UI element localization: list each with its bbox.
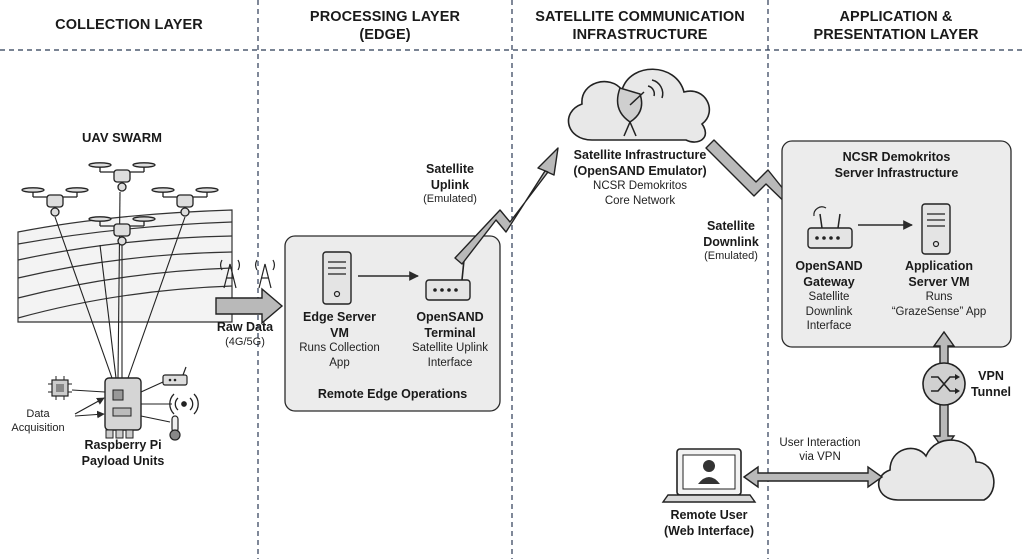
- edge-server-desc2: App: [329, 356, 350, 369]
- opensand-terminal-line1: OpenSAND: [416, 310, 484, 324]
- raw-data-sub: (4G/5G): [225, 335, 265, 348]
- raw-data-title: Raw Data: [216, 320, 274, 334]
- application-layer-line2: PRESENTATION LAYER: [813, 27, 979, 44]
- processing-layer-header: PROCESSING LAYER (EDGE): [258, 8, 512, 44]
- vpn-line2: Tunnel: [970, 384, 1012, 399]
- raspberry-pi-icon: [104, 377, 142, 439]
- processing-layer-line1: PROCESSING LAYER: [309, 9, 461, 25]
- laptop-user-icon: [661, 448, 757, 503]
- satellite-infra-line2: (OpenSAND Emulator): [573, 163, 707, 178]
- satellite-layer-header: SATELLITE COMMUNICATION INFRASTRUCTURE: [512, 8, 768, 44]
- satellite-infra-desc2: Core Network: [604, 194, 676, 207]
- opensand-terminal-line2: Terminal: [424, 325, 476, 340]
- user-interaction-label: User Interaction via VPN: [765, 436, 875, 465]
- gateway-desc2: Downlink: [805, 305, 853, 318]
- web-cloud-icon: [877, 439, 995, 501]
- interaction-line1: User Interaction: [779, 437, 861, 449]
- raspberry-pi-line2: Payload Units: [81, 453, 165, 468]
- interaction-line2: via VPN: [799, 451, 841, 464]
- uplink-sub: (Emulated): [423, 193, 477, 206]
- uav-drone: [151, 187, 219, 217]
- collection-layer-label: COLLECTION LAYER: [55, 17, 203, 33]
- opensand-terminal-desc1: Satellite Uplink: [411, 342, 489, 355]
- remote-user-label: Remote User(Web Interface): [649, 508, 769, 539]
- raspberry-pi-line1: Raspberry Pi: [84, 438, 162, 452]
- sensor-links: [71, 381, 172, 423]
- raw-data-arrow: [215, 287, 284, 325]
- uav-swarm-label: UAV SWARM: [82, 130, 162, 145]
- appserver-line1: Application: [904, 259, 974, 273]
- user-interaction-arrow: [742, 465, 884, 489]
- edge-server-line2: VM: [330, 325, 349, 340]
- appserver-desc1: Runs: [925, 291, 953, 304]
- cell-tower-icon: [255, 259, 275, 289]
- data-acquisition-line2: Acquisition: [11, 421, 65, 434]
- vpn-line1: VPN: [978, 369, 1004, 383]
- downlink-sub: (Emulated): [704, 250, 758, 263]
- gateway-line2: Gateway: [803, 274, 855, 289]
- remote-user-line2: (Web Interface): [663, 523, 755, 538]
- raw-data-label: Raw Data(4G/5G): [212, 320, 278, 349]
- remote-edge-operations-title: Remote Edge Operations: [317, 387, 468, 401]
- signal-sensor-icon: [169, 393, 199, 415]
- satellite-infrastructure-label: Satellite Infrastructure(OpenSAND Emulat…: [555, 148, 725, 208]
- satellite-cloud-icon: [567, 68, 711, 143]
- ncsr-server-infrastructure-box: [781, 140, 1012, 348]
- appserver-line2: Server VM: [908, 274, 970, 289]
- vpn-shuffle-icon: [922, 362, 966, 406]
- opensand-terminal-icon: [425, 259, 471, 301]
- downlink-line1: Satellite: [707, 219, 755, 233]
- opensand-gateway-icon: [807, 206, 853, 249]
- data-acquisition-line1: Data: [26, 408, 50, 420]
- downlink-line2: Downlink: [703, 234, 759, 249]
- gateway-desc1: Satellite: [808, 291, 850, 304]
- satellite-layer-line1: SATELLITE COMMUNICATION: [535, 9, 745, 25]
- satellite-layer-line2: INFRASTRUCTURE: [572, 27, 708, 44]
- chip-sensor-icon: [48, 376, 72, 400]
- application-layer-header: APPLICATION & PRESENTATION LAYER: [768, 8, 1024, 44]
- uplink-line1: Satellite: [426, 162, 474, 176]
- thermometer-icon: [169, 415, 181, 441]
- opensand-terminal-desc2: Interface: [427, 356, 473, 369]
- gateway-desc3: Interface: [806, 320, 852, 332]
- processing-layer-line2: (EDGE): [359, 27, 411, 44]
- ncsr-box-line2: Server Infrastructure: [834, 165, 959, 180]
- uav-drone: [88, 162, 156, 192]
- collection-layer-header: COLLECTION LAYER: [0, 16, 258, 34]
- uplink-line2: Uplink: [430, 177, 470, 192]
- application-server-icon: [921, 203, 951, 255]
- satellite-uplink-bolt: [454, 147, 559, 265]
- application-layer-line1: APPLICATION &: [839, 9, 953, 25]
- satellite-infra-desc1: NCSR Demokritos: [593, 180, 687, 193]
- remote-user-line1: Remote User: [670, 508, 748, 522]
- cell-tower-icon: [220, 259, 240, 289]
- appserver-desc2: “GrazeSense” App: [891, 305, 987, 318]
- router-sensor-icon: [162, 366, 188, 386]
- uav-drone: [21, 187, 89, 217]
- gateway-line1: OpenSAND: [795, 259, 863, 273]
- edge-server-line1: Edge Server: [303, 310, 376, 324]
- satellite-infra-line1: Satellite Infrastructure: [573, 148, 707, 162]
- uav-tethers: [54, 191, 186, 379]
- edge-server-desc1: Runs Collection: [299, 342, 380, 355]
- uav-drone: [88, 216, 156, 246]
- ncsr-box-line1: NCSR Demokritos: [842, 150, 951, 164]
- edge-server-icon: [322, 251, 352, 305]
